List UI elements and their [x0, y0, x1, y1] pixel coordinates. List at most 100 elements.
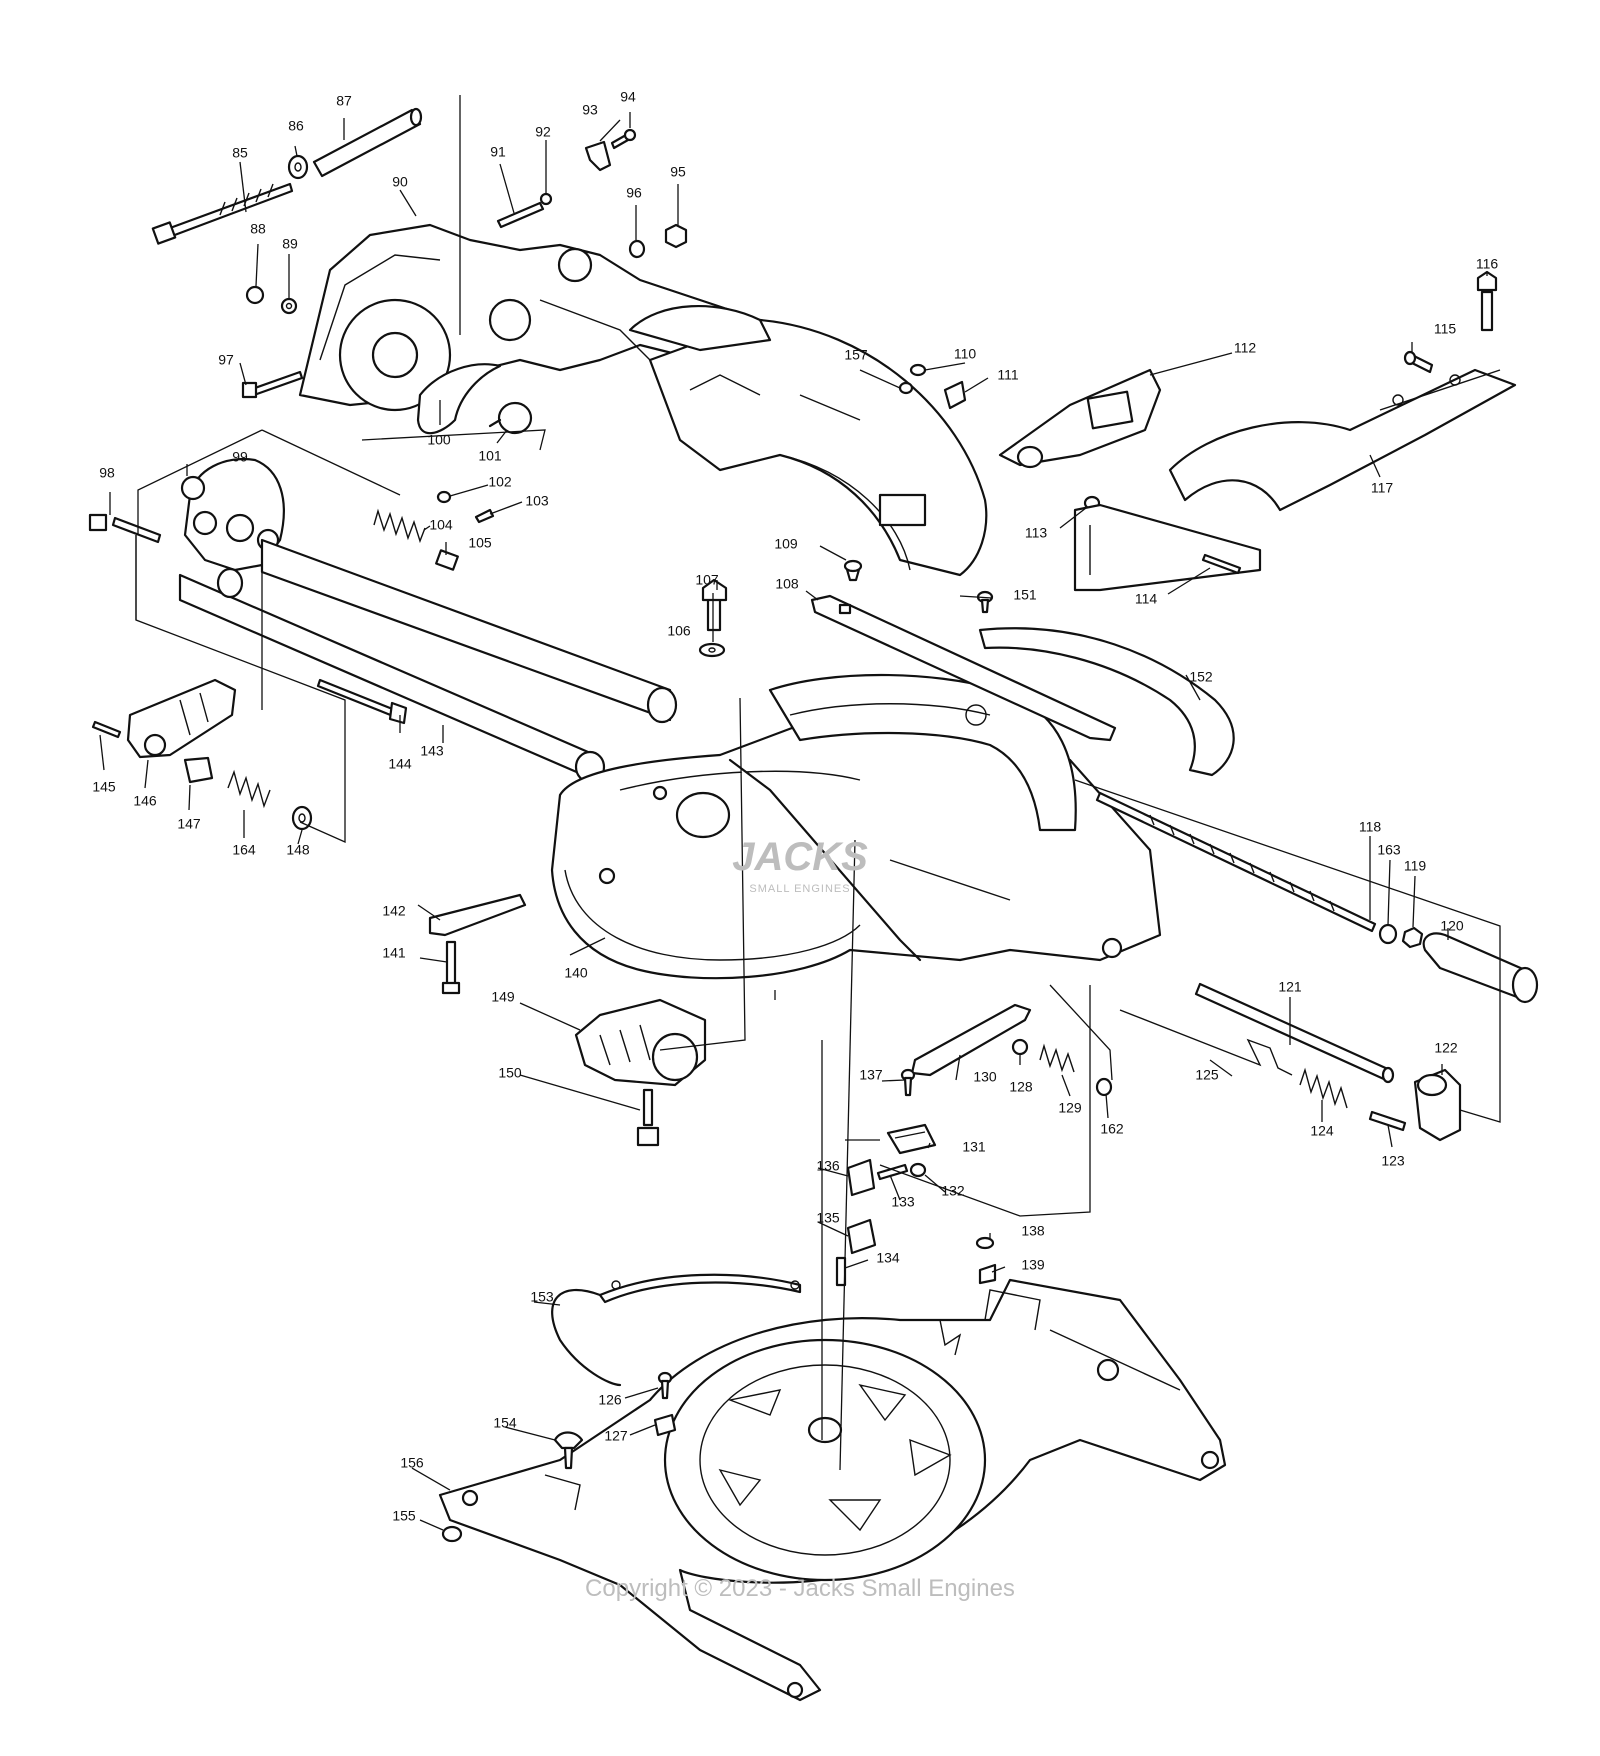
knob-122	[1413, 1068, 1462, 1142]
label-90: 90	[392, 174, 408, 190]
bolt-107	[701, 578, 728, 632]
label-126: 126	[598, 1392, 622, 1408]
bushing-147	[183, 756, 214, 784]
sleeve-87	[312, 107, 423, 178]
washer-86	[287, 154, 309, 180]
label-114: 114	[1135, 591, 1158, 607]
bolt-97	[241, 370, 304, 399]
label-113: 113	[1025, 525, 1048, 541]
label-138: 138	[1021, 1223, 1045, 1239]
holder-112	[998, 368, 1162, 469]
watermark-logo-sub: SMALL ENGINES	[749, 883, 850, 895]
pin-123	[1368, 1110, 1407, 1132]
label-127: 127	[604, 1428, 628, 1444]
nut-88	[245, 285, 265, 305]
base-ext-156	[544, 1474, 581, 1511]
motor-housing-90	[298, 223, 802, 412]
rod-121	[1194, 982, 1395, 1084]
screw-110	[909, 363, 927, 377]
label-128: 128	[1009, 1079, 1033, 1095]
label-94: 94	[620, 89, 636, 105]
label-147: 147	[177, 816, 201, 832]
label-89: 89	[282, 236, 298, 252]
label-135: 135	[816, 1210, 840, 1226]
label-104: 104	[429, 517, 453, 533]
block-136	[846, 1158, 876, 1197]
plate-108	[810, 594, 1117, 742]
label-133: 133	[891, 1194, 915, 1210]
label-134: 134	[876, 1250, 900, 1266]
label-162: 162	[1100, 1121, 1124, 1137]
label-93: 93	[582, 102, 598, 118]
rail-143	[178, 538, 678, 784]
screw-115	[1403, 350, 1434, 374]
label-148: 148	[286, 842, 310, 858]
leader-lines	[99, 112, 1488, 1531]
label-96: 96	[626, 185, 642, 201]
label-146: 146	[133, 793, 157, 809]
set-screw-105	[435, 549, 459, 571]
label-116: 116	[1476, 256, 1499, 272]
label-124: 124	[1310, 1123, 1334, 1139]
label-85: 85	[232, 145, 248, 161]
guard-117	[1168, 368, 1517, 512]
screw-157	[898, 381, 914, 395]
label-95: 95	[670, 164, 686, 180]
label-154: 154	[493, 1415, 517, 1431]
fence-142	[428, 893, 527, 937]
bolt-85	[151, 182, 294, 245]
bracket-135	[846, 1218, 877, 1255]
screw-138	[975, 1236, 995, 1250]
label-143: 143	[420, 743, 444, 759]
label-103: 103	[525, 493, 549, 509]
screw-102	[436, 490, 452, 504]
spring-164	[227, 769, 271, 809]
rod-125	[1119, 1009, 1293, 1076]
guard-100	[416, 363, 502, 435]
label-115: 115	[1434, 321, 1457, 337]
foot-155	[441, 1525, 463, 1543]
label-121: 121	[1278, 979, 1302, 995]
label-117: 117	[1371, 480, 1394, 496]
label-110: 110	[954, 346, 977, 362]
label-91: 91	[490, 144, 506, 160]
label-150: 150	[498, 1065, 522, 1081]
screw-114b	[1201, 553, 1242, 575]
label-142: 142	[382, 903, 406, 919]
label-130: 130	[973, 1069, 997, 1085]
label-87: 87	[336, 93, 352, 109]
miter-table	[768, 673, 1077, 832]
screw-134	[835, 1256, 847, 1287]
label-111: 111	[997, 367, 1018, 383]
screw-126	[657, 1371, 673, 1400]
label-118: 118	[1359, 819, 1382, 835]
clip-93	[584, 140, 612, 172]
bolt-116	[1476, 270, 1498, 332]
label-86: 86	[288, 118, 304, 134]
label-88: 88	[250, 221, 266, 237]
label-131: 131	[962, 1139, 986, 1155]
nut-95	[664, 223, 688, 249]
label-164: 164	[232, 842, 256, 858]
label-119: 119	[1404, 858, 1427, 874]
label-141: 141	[382, 945, 406, 961]
watermark-logo: JACKS	[732, 835, 868, 879]
label-105: 105	[468, 535, 492, 551]
bolt-141	[441, 940, 461, 995]
spring-129	[1039, 1043, 1075, 1073]
label-101: 101	[478, 448, 502, 464]
label-112: 112	[1234, 340, 1257, 356]
label-152: 152	[1189, 669, 1213, 685]
label-137: 137	[859, 1067, 883, 1083]
knob-101	[488, 401, 533, 435]
label-163: 163	[1377, 842, 1401, 858]
label-129: 129	[1058, 1100, 1082, 1116]
label-122: 122	[1434, 1040, 1458, 1056]
label-136: 136	[816, 1158, 840, 1174]
screw-137	[900, 1068, 916, 1097]
label-109: 109	[774, 536, 798, 552]
screw-103	[474, 508, 495, 524]
knob-120	[1422, 932, 1539, 1004]
label-153: 153	[530, 1289, 554, 1305]
